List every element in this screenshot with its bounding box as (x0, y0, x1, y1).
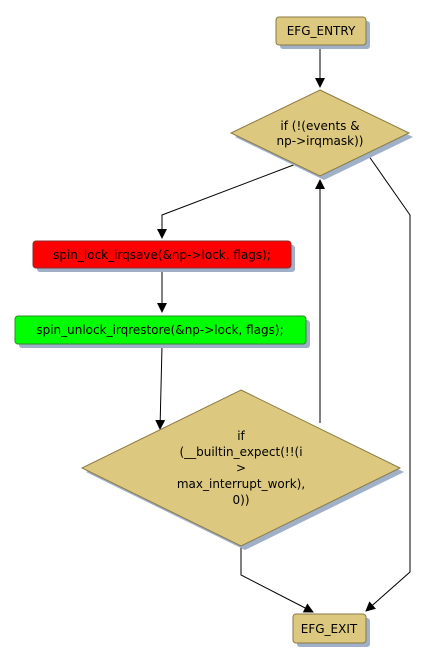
edges (155, 46, 411, 613)
exit-node-label: EFG_EXIT (301, 622, 358, 636)
decision-events-diamond (229, 89, 411, 177)
unlock-node-label: spin_unlock_irqrestore(&np->lock, flags)… (36, 323, 283, 337)
decision-work-line-4: max_interrupt_work), (177, 477, 305, 491)
decision-work-diamond (80, 389, 402, 547)
entry-node-box (275, 16, 367, 46)
decision-work-line-3: > (236, 461, 246, 475)
decision-work-line-5: 0)) (233, 493, 250, 507)
lock-node-label: spin_lock_irqsave(&np->lock, flags); (53, 248, 271, 262)
decision-events-line-1: if (!(events & (280, 119, 359, 133)
edge-decision-events-to-lock (157, 163, 297, 239)
entry-node-label: EFG_ENTRY (287, 24, 356, 38)
decision-work-node: if (__builtin_expect(!!(i > max_interrup… (80, 389, 404, 550)
exit-node: EFG_EXIT (292, 613, 370, 647)
unlock-node: spin_unlock_irqrestore(&np->lock, flags)… (14, 315, 310, 348)
lock-node-box (32, 240, 292, 269)
edge-unlock-to-decision-work (155, 345, 166, 430)
exit-node-box (292, 613, 367, 644)
decision-events-line-2: np->irqmask)) (277, 134, 364, 148)
decision-work-line-2: (__builtin_expect(!!(i (179, 445, 302, 459)
decision-work-line-1: if (237, 429, 245, 443)
edge-decision-events-to-exit (365, 151, 411, 612)
unlock-node-box (14, 315, 307, 345)
edge-decision-work-to-exit (240, 547, 314, 613)
lock-node: spin_lock_irqsave(&np->lock, flags); (32, 240, 295, 272)
decision-events-node: if (!(events & np->irqmask)) (229, 89, 413, 180)
entry-node: EFG_ENTRY (275, 16, 370, 49)
